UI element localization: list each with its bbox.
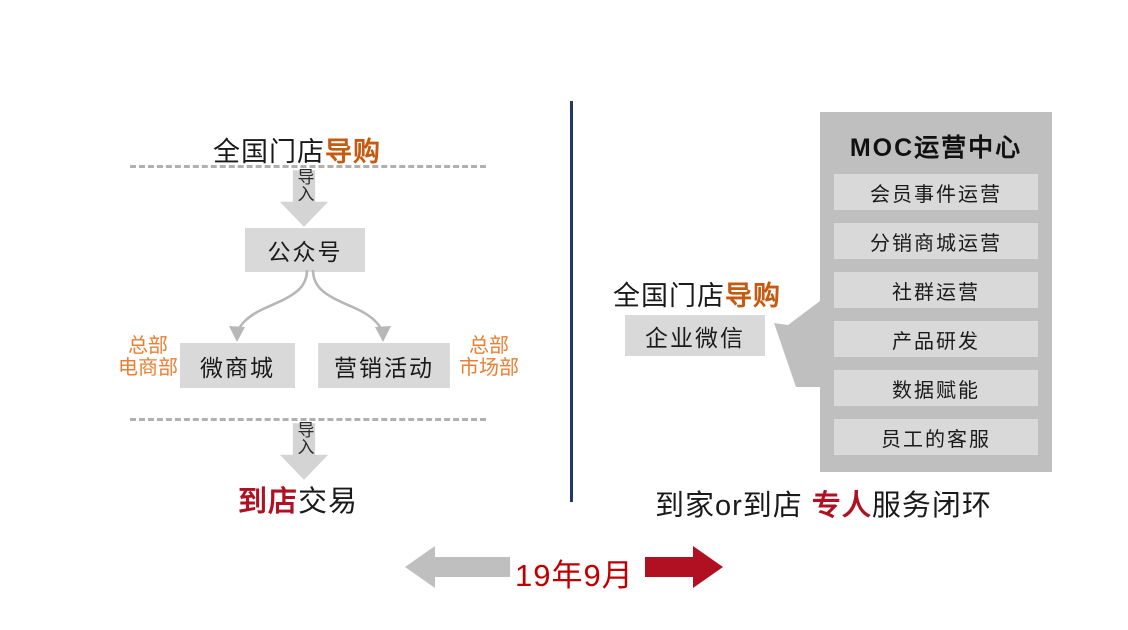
down-block-arrow-icon bbox=[279, 170, 329, 227]
vertical-divider bbox=[570, 101, 573, 502]
curved-arrow-head-right-icon bbox=[375, 326, 391, 342]
import-arrow-bottom-label: 导 入 bbox=[291, 421, 321, 457]
moc-panel: MOC运营中心 会员事件运营 分销商城运营 社群运营 产品研发 数据赋能 员工的… bbox=[820, 112, 1052, 472]
curved-arrow-icon bbox=[235, 269, 385, 333]
moc-item-product-rnd[interactable]: 产品研发 bbox=[834, 321, 1038, 357]
left-outcome: 到店交易 bbox=[238, 478, 358, 520]
moc-panel-title: MOC运营中心 bbox=[849, 134, 1023, 162]
right-outcome-accent: 专人 bbox=[811, 490, 872, 522]
right-arrow-icon bbox=[645, 546, 723, 588]
right-headline-accent: 导购 bbox=[725, 281, 781, 311]
left-headline-plain: 全国门店 bbox=[213, 137, 325, 167]
moc-item-employee-service[interactable]: 员工的客服 bbox=[834, 419, 1038, 455]
org-label-market-line2: 市场部 bbox=[459, 357, 519, 380]
left-outcome-plain: 交易 bbox=[298, 486, 359, 518]
node-micro-mall[interactable]: 微商城 bbox=[180, 343, 295, 388]
org-label-market-dept: 总部 市场部 bbox=[450, 335, 528, 380]
left-headline-accent: 导购 bbox=[325, 137, 381, 167]
panel-to-wechat-arrow bbox=[774, 295, 828, 387]
import-arrow-top-label-char2: 入 bbox=[297, 184, 315, 204]
right-outcome-post: 服务闭环 bbox=[871, 490, 992, 522]
import-arrow-bottom-label-char2: 入 bbox=[297, 437, 315, 457]
org-label-ecommerce-line2: 电商部 bbox=[118, 357, 178, 380]
org-label-market-line1: 总部 bbox=[469, 335, 509, 357]
left-headline: 全国门店导购 bbox=[213, 130, 381, 169]
import-arrow-top bbox=[278, 168, 334, 230]
moc-item-data-empowerment[interactable]: 数据赋能 bbox=[834, 370, 1038, 406]
left-outcome-accent: 到店 bbox=[238, 486, 299, 518]
dashed-separator-top bbox=[130, 165, 486, 168]
timeline-left-arrow bbox=[405, 546, 510, 588]
import-arrow-bottom-label-char1: 导 bbox=[297, 421, 315, 440]
org-label-ecommerce-line1: 总部 bbox=[128, 335, 168, 357]
import-arrow-top-label-char1: 导 bbox=[297, 168, 315, 187]
curved-arrow-head-left-icon bbox=[229, 326, 245, 342]
moc-item-distribution-mall[interactable]: 分销商城运营 bbox=[834, 223, 1038, 259]
down-block-arrow-icon bbox=[279, 423, 329, 480]
left-arrow-icon bbox=[405, 546, 510, 588]
import-arrow-top-label: 导 入 bbox=[291, 168, 321, 204]
right-headline: 全国门店导购 bbox=[613, 274, 781, 313]
fanout-arrows bbox=[229, 269, 391, 342]
node-marketing-activity[interactable]: 营销活动 bbox=[318, 343, 450, 388]
dashed-separator-bottom bbox=[130, 418, 486, 421]
right-outcome-pre: 到家or到店 bbox=[655, 490, 803, 522]
moc-item-member-event[interactable]: 会员事件运营 bbox=[834, 174, 1038, 210]
right-outcome: 到家or到店 专人服务闭环 bbox=[655, 482, 992, 524]
node-official-account[interactable]: 公众号 bbox=[245, 228, 365, 272]
node-work-wechat[interactable]: 企业微信 bbox=[625, 315, 765, 356]
right-headline-plain: 全国门店 bbox=[613, 281, 725, 311]
left-tapered-arrow-icon bbox=[774, 295, 828, 387]
timeline-label: 19年9月 bbox=[515, 558, 634, 593]
import-arrow-bottom bbox=[278, 421, 334, 483]
org-label-ecommerce-dept: 总部 电商部 bbox=[112, 335, 184, 380]
timeline-right-arrow bbox=[645, 546, 723, 588]
moc-item-community[interactable]: 社群运营 bbox=[834, 272, 1038, 308]
